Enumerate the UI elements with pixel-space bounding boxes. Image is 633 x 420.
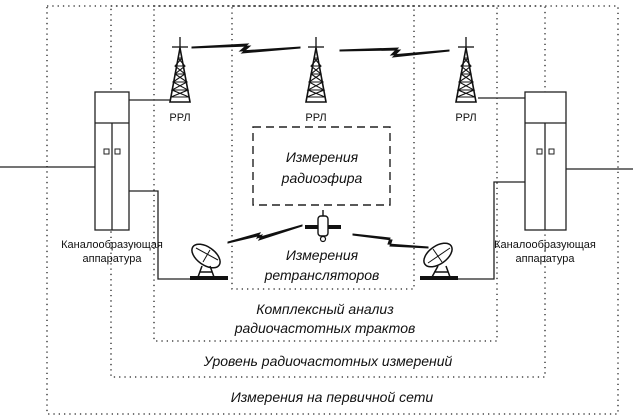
left-dish-link [129, 190, 192, 280]
complex-analysis-label: Комплексный анализ [256, 301, 394, 317]
air-measurement-label: радиоэфира [281, 170, 363, 186]
relay-label: РРЛ [305, 112, 326, 124]
satellite-link-bolt-icon [227, 224, 303, 244]
right-equipment-label: аппаратура [516, 253, 576, 265]
right-dish-link [458, 181, 525, 280]
left-equipment-label: аппаратура [83, 253, 143, 265]
complex-analysis-label: радиочастотных трактов [234, 320, 416, 336]
primary-network-region [46, 5, 619, 415]
repeater-region [231, 5, 415, 290]
rf-level-label: Уровень радиочастотных измерений [203, 353, 453, 369]
repeater-measurement-label: ретрансляторов [264, 267, 380, 283]
repeater-measurement-label: Измерения [286, 247, 359, 263]
satellite-dish-icon [190, 243, 228, 280]
left-equipment-label: Каналообразующая [61, 239, 163, 251]
radio-link-bolt-icon [191, 43, 301, 54]
relay-tower-icon [169, 37, 191, 103]
radio-link-bolt-icon [339, 47, 450, 58]
air-measurement-label: Измерения [286, 149, 359, 165]
relay-tower-icon [455, 37, 477, 103]
right-equipment-label: Каналообразующая [494, 239, 596, 251]
left-equipment-cabinet [94, 91, 130, 231]
relay-label: РРЛ [169, 112, 190, 124]
satellite-link-bolt-icon [352, 233, 429, 249]
satellite-icon [305, 210, 341, 243]
primary-network-label: Измерения на первичной сети [231, 389, 434, 405]
air-measurement-box [252, 126, 391, 206]
relay-tower-icon [305, 37, 327, 103]
right-equipment-cabinet [524, 91, 567, 231]
relay-label: РРЛ [455, 112, 476, 124]
complex-analysis-region [153, 5, 498, 342]
satellite-dish-icon [420, 242, 458, 280]
